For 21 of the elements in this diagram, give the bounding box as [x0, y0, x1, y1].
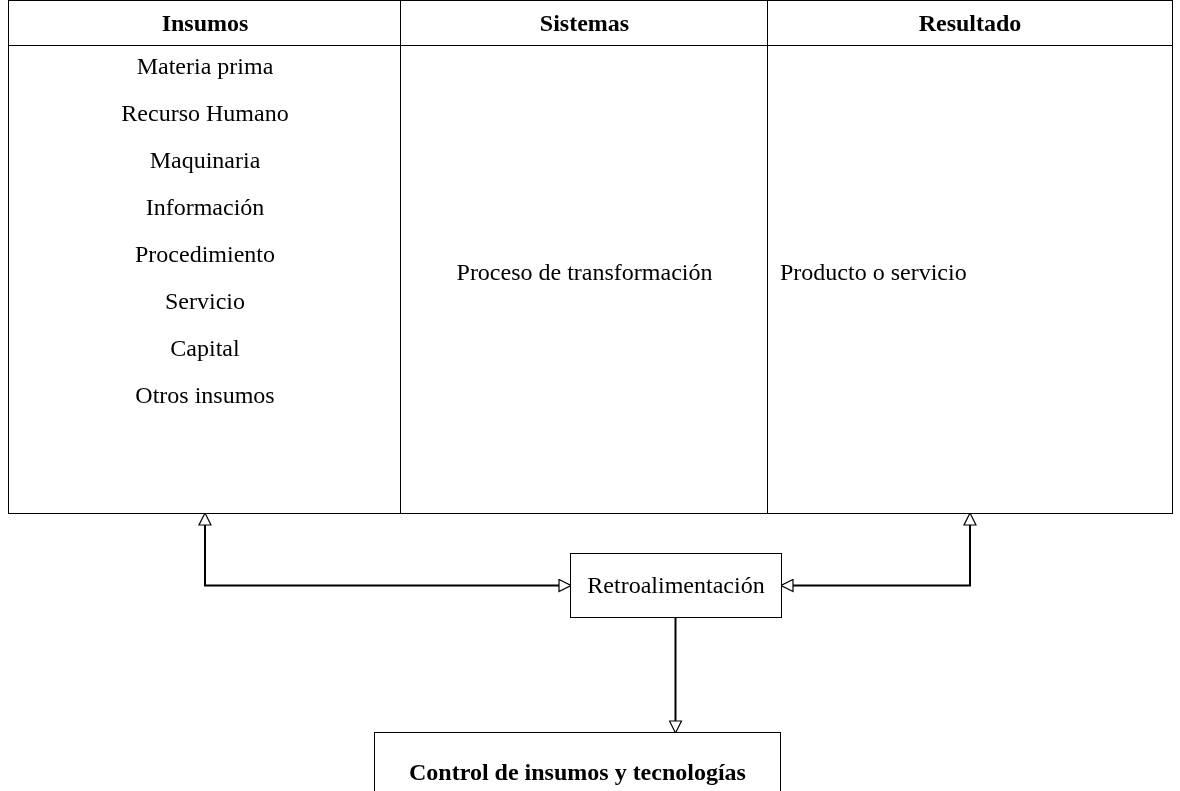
arrow	[198, 512, 572, 593]
arrow	[668, 617, 683, 734]
table-column	[400, 0, 769, 514]
list-item: Otros insumos	[135, 382, 275, 409]
column-header: Sistemas	[539, 9, 630, 37]
arrow	[780, 512, 977, 593]
list-item: Materia prima	[136, 53, 274, 80]
list-item: Capital	[170, 335, 240, 362]
cell-text: Proceso de transformación	[456, 259, 713, 286]
column-header: Resultado	[918, 9, 1022, 37]
list-item: Servicio	[165, 288, 245, 315]
cell-text: Producto o servicio	[780, 259, 967, 286]
table-column	[8, 0, 402, 514]
process-box: Control de insumos y tecnologías	[374, 732, 781, 791]
list-item: Recurso Humano	[121, 100, 289, 127]
list-item: Procedimiento	[135, 241, 275, 268]
table-column	[767, 0, 1173, 514]
list-item: Información	[145, 194, 265, 221]
list-item: Maquinaria	[149, 147, 261, 174]
process-box: Retroalimentación	[570, 553, 782, 618]
column-header: Insumos	[161, 9, 249, 37]
